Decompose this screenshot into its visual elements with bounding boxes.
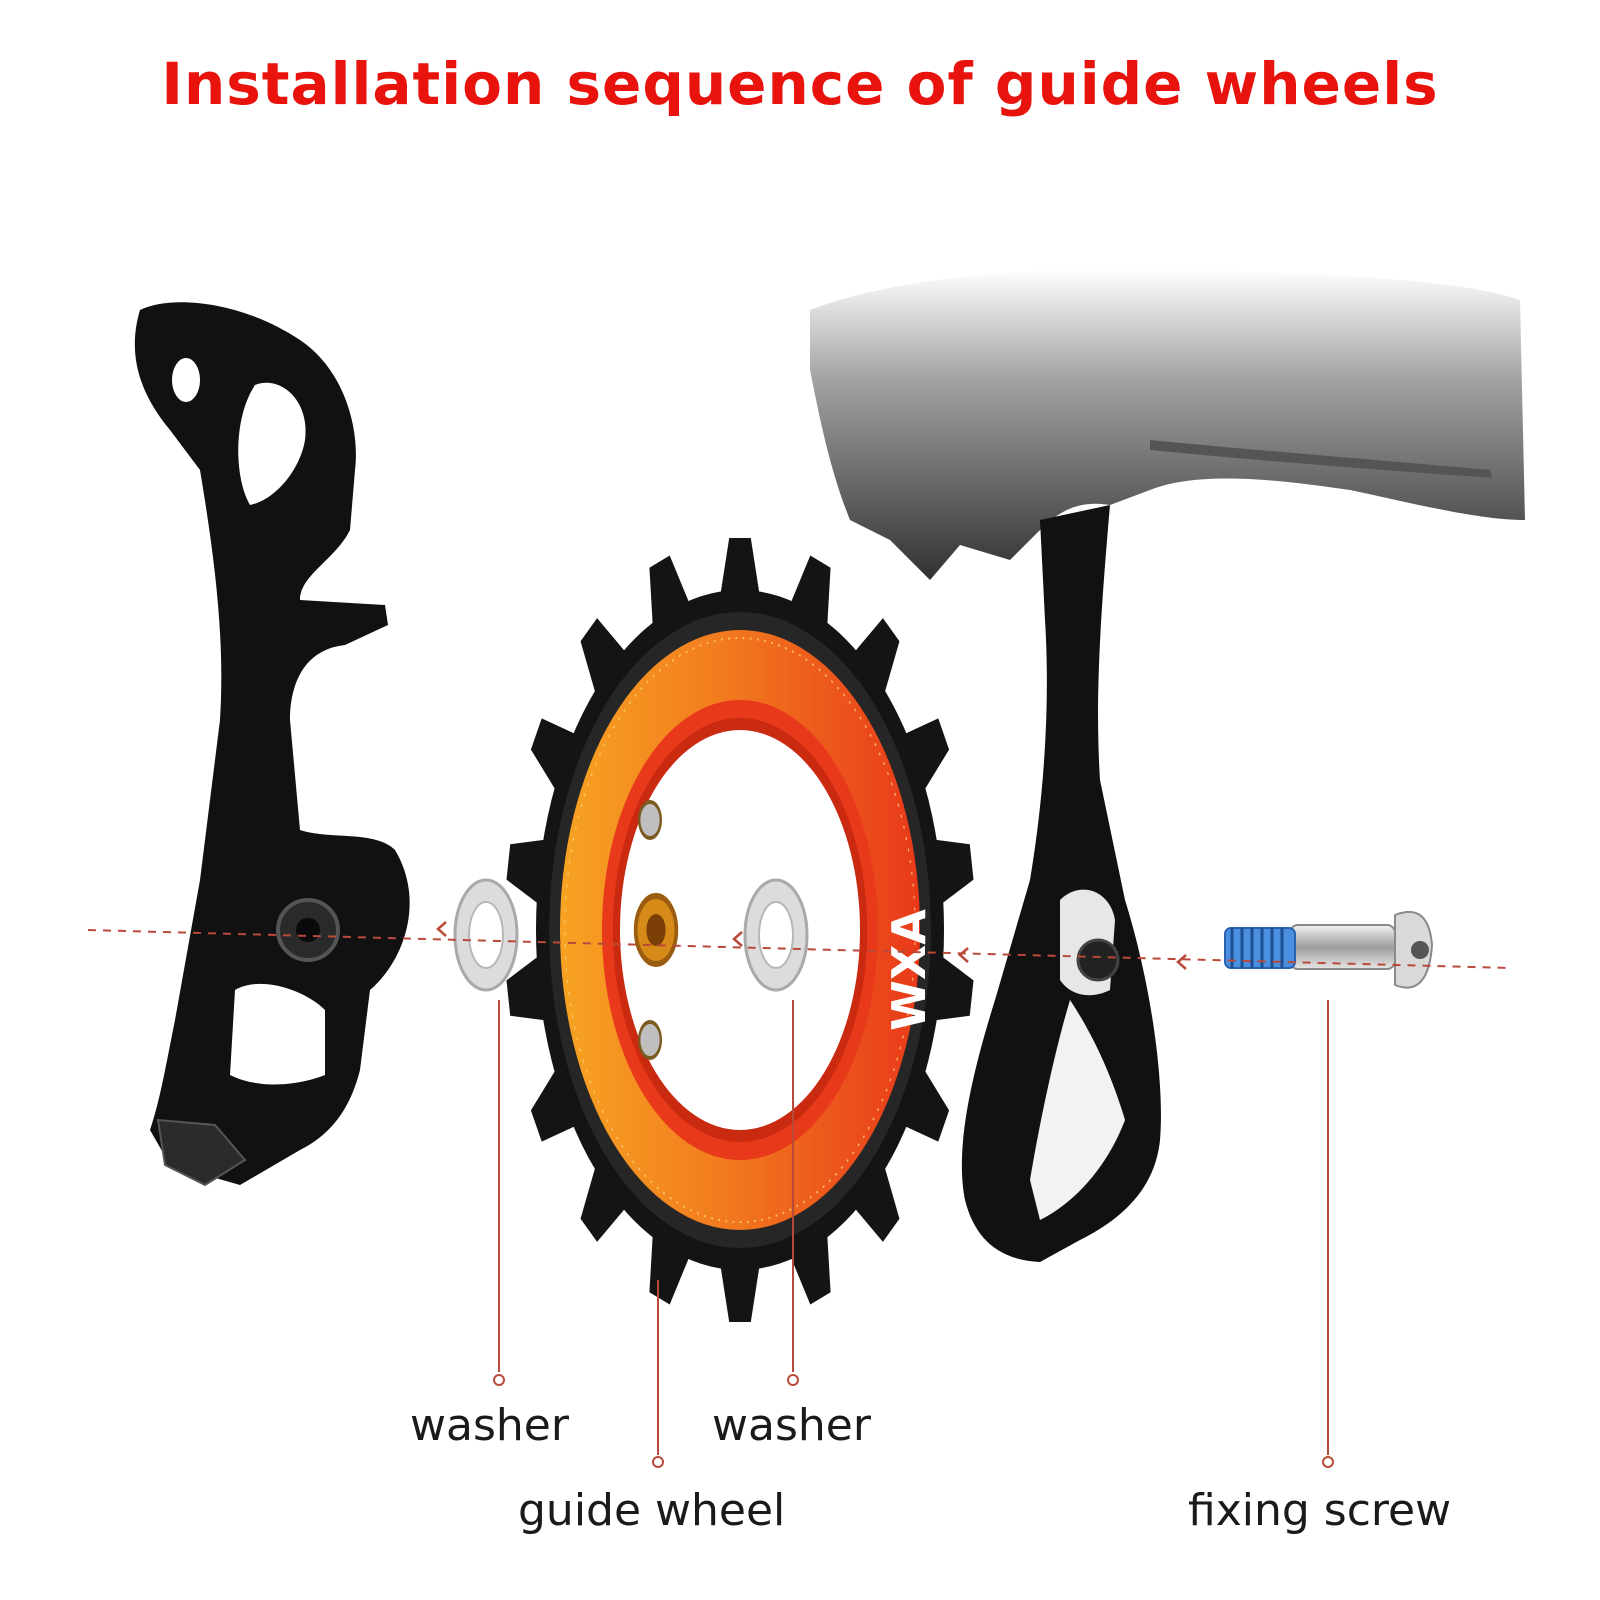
assembly-axis: [87, 921, 1511, 970]
label-washer-right: washer: [712, 1400, 871, 1451]
fixing-screw: [1224, 910, 1434, 989]
sprocket-tooth: [719, 538, 761, 600]
washer-right: [743, 878, 809, 992]
wheel-brand-mark: WXA: [882, 909, 936, 1031]
sprocket-tooth: [719, 1260, 761, 1322]
sprocket-tooth: [851, 618, 900, 700]
sprocket-tooth: [851, 1160, 900, 1242]
derailleur-body: [810, 268, 1525, 580]
sprocket-tooth: [901, 718, 950, 795]
sprocket-tooth: [580, 618, 629, 700]
sprocket-tooth: [530, 1065, 579, 1142]
left-cage-plate: [134, 302, 410, 1187]
guide-wheel: [506, 538, 974, 1322]
washer-left: [453, 878, 519, 992]
sprocket-tooth: [530, 718, 579, 795]
sprocket-tooth: [901, 1065, 950, 1142]
sprocket-tooth: [580, 1160, 629, 1242]
label-washer-left: washer: [410, 1400, 569, 1451]
leader-lines: [493, 1000, 1334, 1468]
label-guide-wheel: guide wheel: [518, 1485, 786, 1536]
right-cage-plate: [961, 505, 1161, 1262]
page-title: Installation sequence of guide wheels: [161, 50, 1439, 118]
label-fixing-screw: fixing screw: [1188, 1485, 1452, 1536]
